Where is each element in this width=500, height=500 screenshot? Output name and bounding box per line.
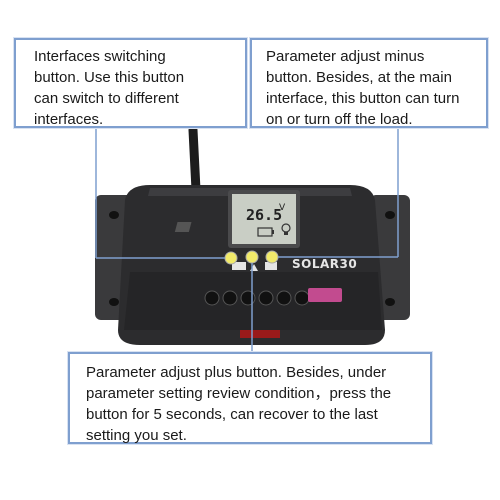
callout-line: button. Use this button — [34, 69, 185, 86]
callout-line: setting you set. — [86, 427, 187, 444]
callout-line: button. Besides, at the main — [266, 69, 452, 86]
callout-line: Parameter adjust plus button. Besides, u… — [86, 364, 387, 381]
cable — [188, 125, 201, 195]
terminal-block — [204, 290, 310, 306]
minus-button[interactable] — [265, 250, 279, 264]
callout-plus-button: Parameter adjust plus button. Besides, u… — [68, 352, 432, 444]
callout-line: interfaces. — [34, 111, 104, 128]
bulb-icon — [281, 223, 291, 235]
lcd-value: 26.5 — [246, 206, 283, 224]
key-icon — [265, 262, 277, 270]
lcd-unit: V — [279, 203, 286, 213]
brand-label: SOLAR30 — [292, 257, 358, 271]
callout-line: can switch to different — [34, 90, 179, 107]
battery-icon — [257, 227, 274, 237]
pink-label — [308, 288, 342, 302]
callout-minus-button: Parameter adjust minus button. Besides, … — [250, 38, 488, 128]
callout-line: on or turn off the load. — [266, 111, 413, 128]
plus-button[interactable] — [245, 250, 259, 264]
solar-panel-icon — [174, 222, 192, 232]
callout-line: button for 5 seconds, can recover to the… — [86, 406, 378, 423]
callout-line: interface, this button can turn — [266, 90, 460, 107]
callout-interface-switch: Interfaces switching button. Use this bu… — [14, 38, 247, 128]
callout-line: Interfaces switching — [34, 48, 166, 65]
interface-switch-button[interactable] — [224, 251, 238, 265]
callout-line: Parameter adjust minus — [266, 48, 425, 65]
callout-line: parameter setting review condition，press… — [86, 385, 392, 402]
